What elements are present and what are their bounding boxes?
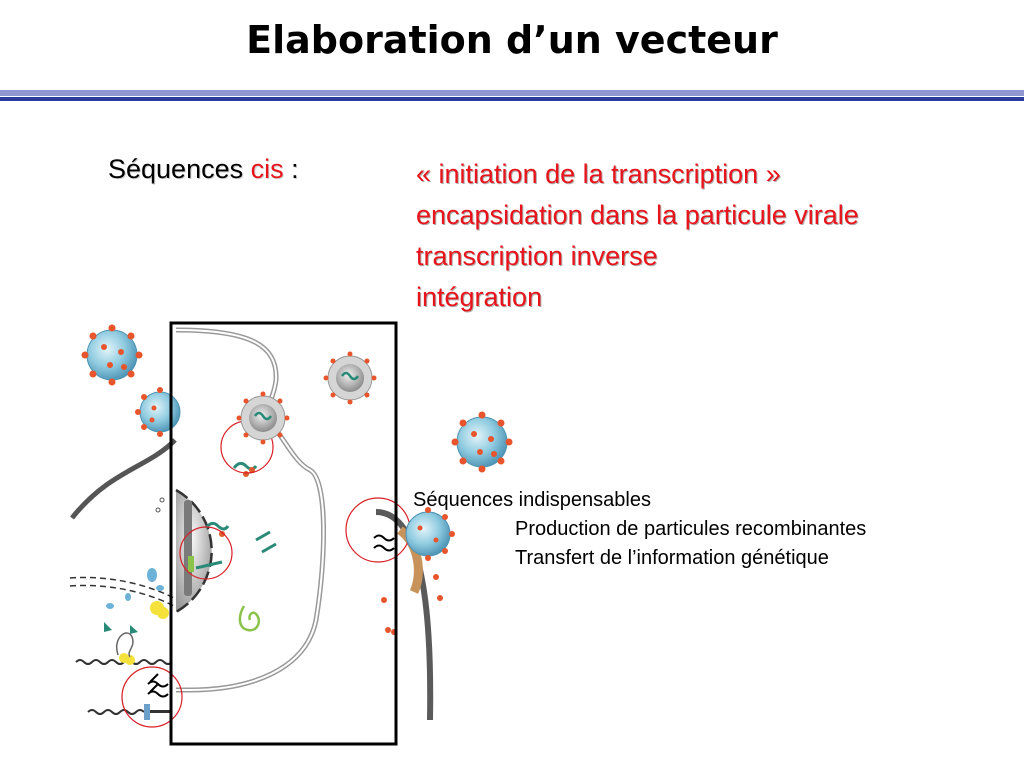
virus-particle-1 — [81, 324, 143, 386]
virus-particle-2 — [135, 387, 181, 437]
indispensable-block: Séquences indispensables Production de p… — [413, 486, 866, 573]
cis-sequence-list: « initiation de la transcription » encap… — [416, 154, 859, 318]
budding-membrane — [397, 526, 423, 594]
highlight-circle-2 — [179, 526, 233, 580]
protein-fragments — [106, 568, 164, 609]
cell-membrane-left — [70, 438, 177, 520]
virus-core-particle-1 — [236, 391, 290, 445]
slide-title: Elaboration d’un vecteur — [246, 18, 778, 62]
title-rule-dark — [0, 97, 1024, 101]
indispensable-item-production: Production de particules recombinantes — [515, 518, 867, 540]
nuclear-envelope-dashes — [69, 576, 179, 601]
cis-label-word: cis — [250, 154, 284, 184]
virus-particle-3 — [451, 411, 513, 473]
nucleus — [176, 490, 212, 612]
highlight-circle-3 — [121, 666, 183, 728]
dna-strand-bottom — [87, 709, 145, 715]
cell-frame — [169, 321, 398, 746]
virus-particle-budding — [405, 507, 455, 561]
cis-sequences-label: Séquences cis : — [108, 154, 299, 185]
cis-label-suffix: : — [291, 154, 299, 184]
tilde-mark-left — [147, 680, 169, 698]
cis-item-initiation: « initiation de la transcription » — [416, 159, 781, 189]
cis-item-integration: intégration — [416, 282, 543, 312]
indispensable-item-transfer: Transfert de l’information génétique — [515, 547, 829, 569]
virus-core-particle-2 — [323, 351, 377, 405]
indispensable-heading: Séquences indispensables — [413, 489, 651, 511]
cis-item-reverse-transcription: transcription inverse — [416, 241, 658, 271]
cis-item-encapsidation: encapsidation dans la particule virale — [416, 200, 859, 230]
title-rule-light — [0, 90, 1024, 96]
released-protein-bits — [381, 574, 443, 635]
cis-label-prefix: Séquences — [108, 154, 244, 184]
tilde-mark-right — [373, 534, 395, 552]
